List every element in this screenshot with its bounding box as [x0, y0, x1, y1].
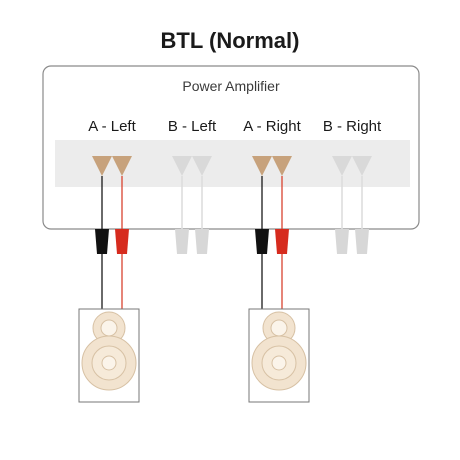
plug-a-left-negative [95, 229, 109, 254]
terminal-a-right-positive [272, 156, 292, 176]
plug-b-right-positive [355, 229, 369, 254]
terminal-a-left-positive [112, 156, 132, 176]
diagram-title: BTL (Normal) [161, 28, 300, 53]
terminal-b-right-negative [332, 156, 352, 176]
plug-b-left-positive [195, 229, 209, 254]
terminal-b-left-negative [172, 156, 192, 176]
left-speaker [78, 308, 140, 403]
channel-label-a-left: A - Left [88, 118, 136, 135]
terminals-layer [92, 156, 372, 176]
power-amplifier-label: Power Amplifier [182, 78, 280, 94]
channel-labels: A - Left B - Left A - Right B - Right [88, 118, 382, 135]
plug-b-right-negative [335, 229, 349, 254]
terminal-panel-band [55, 140, 410, 187]
channel-label-b-right: B - Right [323, 118, 382, 135]
terminal-a-right-negative [252, 156, 272, 176]
terminal-b-left-positive [192, 156, 212, 176]
plug-a-right-negative [255, 229, 269, 254]
right-speaker [248, 308, 310, 403]
woofer-dust-cap [101, 355, 117, 371]
speakers-layer [78, 308, 310, 403]
woofer-dust-cap [271, 355, 287, 371]
tweeter-dome [100, 319, 118, 337]
channel-label-b-left: B - Left [168, 118, 217, 135]
plug-a-left-positive [115, 229, 129, 254]
terminal-b-right-positive [352, 156, 372, 176]
plug-b-left-negative [175, 229, 189, 254]
plug-a-right-positive [275, 229, 289, 254]
terminal-a-left-negative [92, 156, 112, 176]
plugs-layer [95, 229, 369, 254]
channel-label-a-right: A - Right [243, 118, 301, 135]
tweeter-dome [270, 319, 288, 337]
